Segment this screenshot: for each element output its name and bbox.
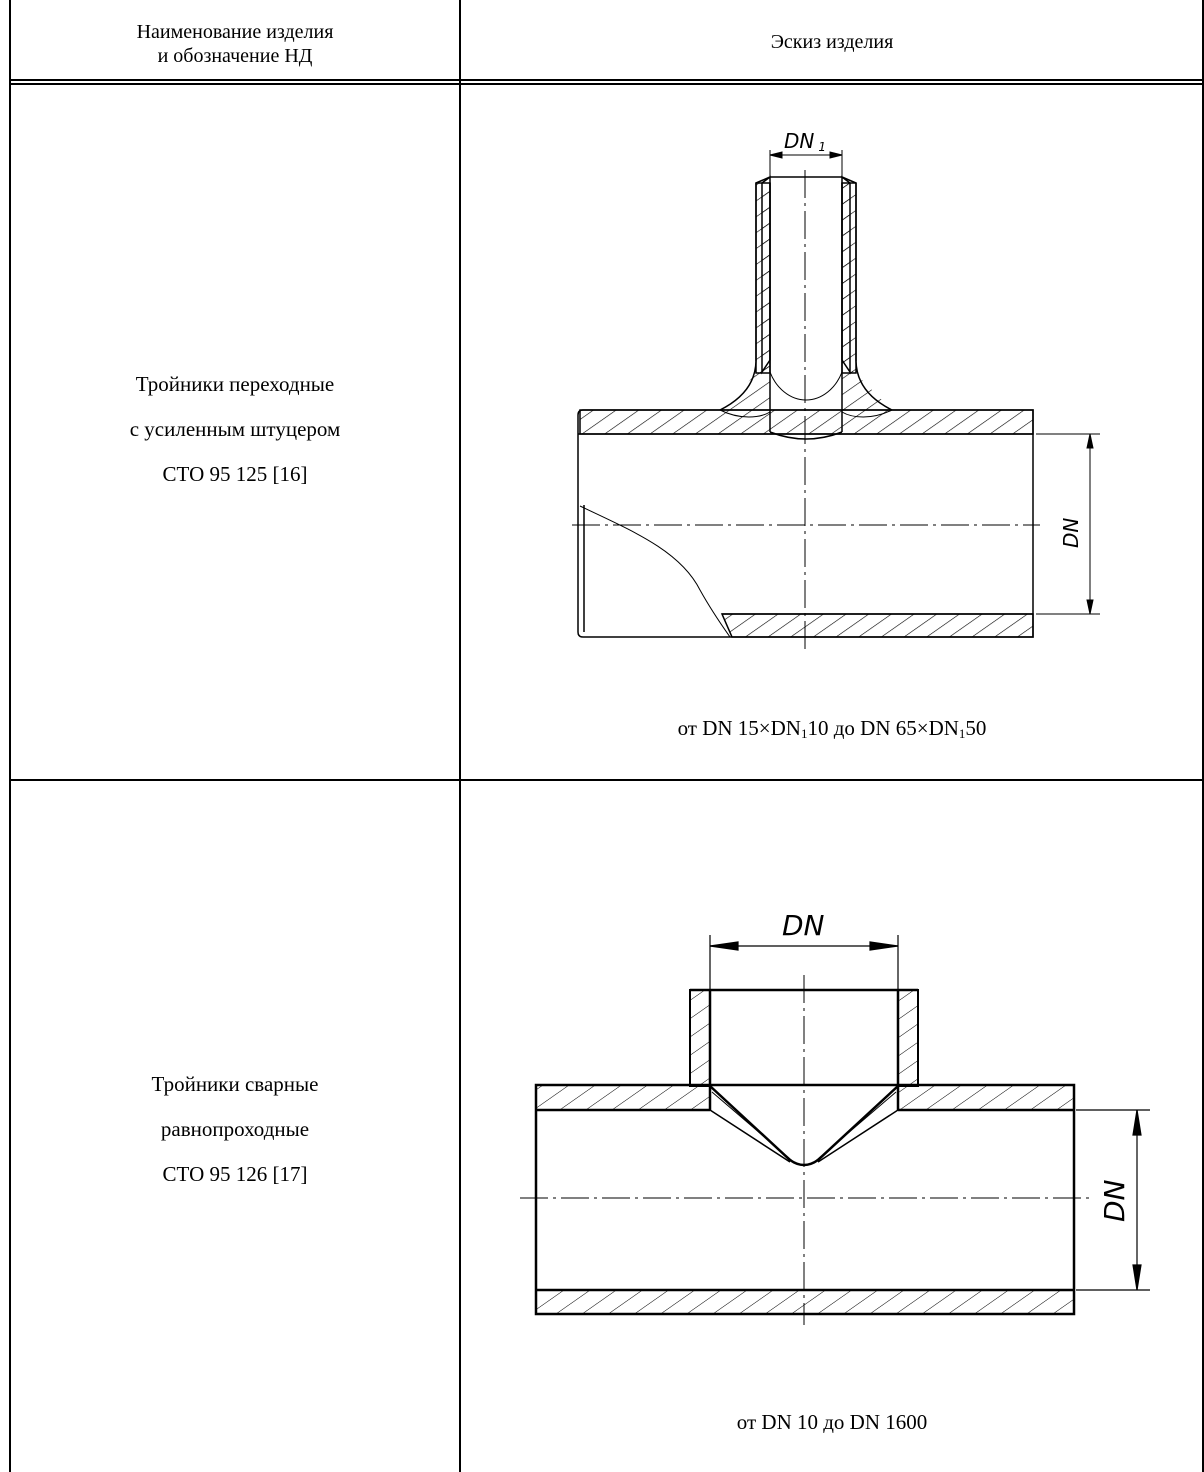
header-name-line1: Наименование изделия (136, 21, 334, 43)
row2-name-line1: Тройники сварные (151, 1072, 319, 1096)
row1-standard: СТО 95 125 [16] (162, 462, 308, 486)
row2-name-line2: равнопроходные (160, 1117, 310, 1141)
row2-standard: СТО 95 126 [17] (162, 1162, 308, 1186)
row1-name-line2: с усиленным штуцером (129, 417, 341, 441)
equal-tee-body (534, 988, 1076, 1316)
row1-size-range: от DN 15×DN110 до DN 65×DN150 (677, 716, 987, 741)
row1-name-line1: Тройники переходные (135, 372, 335, 396)
row2-product-name: Тройники сварные равнопроходные СТО 95 1… (12, 1062, 458, 1197)
header-sketch-column: Эскиз изделия (770, 31, 894, 53)
header-name-column: Наименование изделия и обозначение НД (12, 20, 458, 68)
branch-dn-label: DN (782, 909, 825, 942)
header-name-line2: и обозначение НД (157, 45, 313, 67)
run-dn-label: DN (1059, 518, 1083, 548)
row1-product-name: Тройники переходные с усиленным штуцером… (12, 362, 458, 497)
row2-size-range: от DN 10 до DN 1600 (736, 1410, 928, 1434)
run-dn-label-2: DN (1098, 1179, 1131, 1222)
